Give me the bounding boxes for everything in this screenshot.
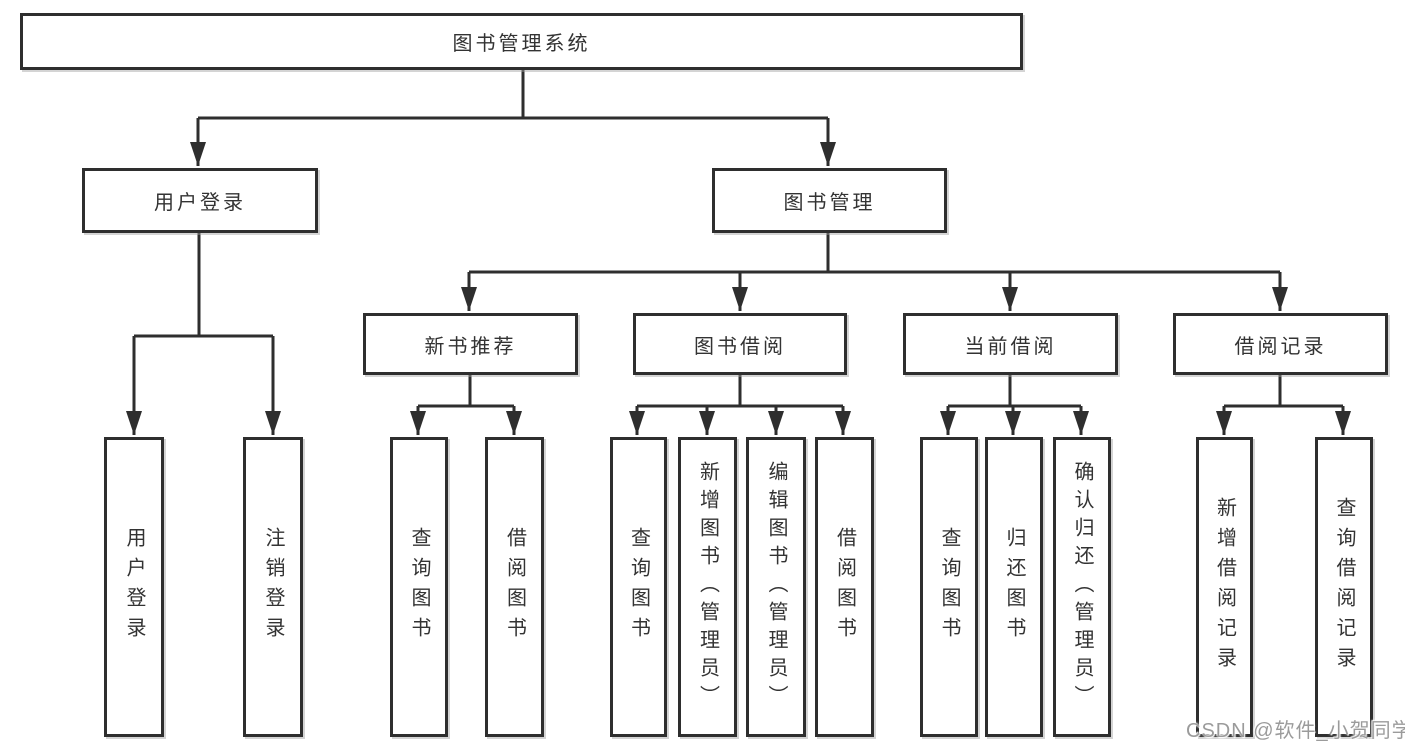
leaf-query-borrow-record-label: 查询借阅记录 [1333, 497, 1355, 677]
node-book-borrow-label: 图书借阅 [694, 335, 786, 358]
leaf-borrow-books: 借阅图书 [815, 437, 874, 737]
node-new-book-recommend: 新书推荐 [363, 313, 578, 375]
leaf-confirm-return-admin: 确认归还（管理员） [1053, 437, 1111, 737]
leaf-return-books-label: 归还图书 [1003, 527, 1025, 647]
leaf-logout: 注销登录 [243, 437, 303, 737]
leaf-query-books-current-label: 查询图书 [938, 527, 960, 647]
node-current-borrow-label: 当前借阅 [964, 335, 1057, 358]
leaf-user-login-label: 用户登录 [123, 527, 145, 647]
leaf-query-books-recommend: 查询图书 [390, 437, 448, 737]
node-book-management: 图书管理 [712, 168, 947, 233]
leaf-confirm-return-admin-label: 确认归还（管理员） [1071, 461, 1093, 713]
leaf-query-borrow-record: 查询借阅记录 [1315, 437, 1373, 737]
node-user-login: 用户登录 [82, 168, 318, 233]
node-borrow-records-label: 借阅记录 [1234, 335, 1327, 358]
leaf-query-books-recommend-label: 查询图书 [408, 527, 430, 647]
leaf-query-books-borrow: 查询图书 [610, 437, 667, 737]
node-current-borrow: 当前借阅 [903, 313, 1118, 375]
leaf-add-books-admin-label: 新增图书（管理员） [696, 461, 719, 713]
leaf-borrow-books-recommend-label: 借阅图书 [503, 527, 526, 647]
leaf-edit-books-admin-label: 编辑图书（管理员） [765, 461, 787, 713]
leaf-add-borrow-record: 新增借阅记录 [1196, 437, 1253, 737]
node-root: 图书管理系统 [20, 13, 1023, 70]
node-borrow-records: 借阅记录 [1173, 313, 1388, 375]
leaf-logout-label: 注销登录 [262, 527, 284, 647]
node-book-management-label: 图书管理 [783, 192, 876, 214]
leaf-add-books-admin: 新增图书（管理员） [678, 437, 737, 737]
leaf-user-login: 用户登录 [104, 437, 164, 737]
node-user-login-label: 用户登录 [154, 192, 246, 214]
connectors [126, 70, 1351, 435]
watermark: CSDN @软件_小贺同学 [1186, 720, 1405, 742]
leaf-query-books-borrow-label: 查询图书 [627, 527, 650, 647]
leaf-query-books-current: 查询图书 [920, 437, 978, 737]
leaf-borrow-books-label: 借阅图书 [833, 527, 856, 647]
leaf-add-borrow-record-label: 新增借阅记录 [1213, 497, 1236, 677]
node-new-book-recommend-label: 新书推荐 [424, 335, 517, 358]
leaf-return-books: 归还图书 [985, 437, 1043, 737]
node-book-borrow: 图书借阅 [633, 313, 847, 375]
node-root-label: 图书管理系统 [452, 33, 591, 55]
leaf-borrow-books-recommend: 借阅图书 [485, 437, 544, 737]
leaf-edit-books-admin: 编辑图书（管理员） [746, 437, 806, 737]
